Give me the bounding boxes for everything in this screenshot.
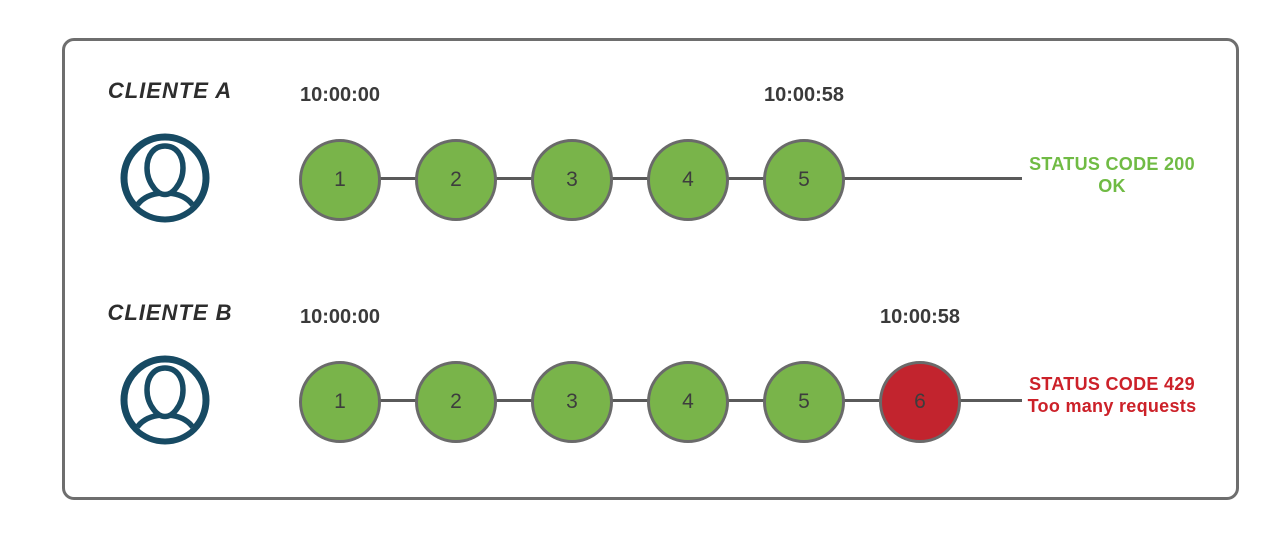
client-a-label: CLIENTE A [107,78,233,103]
status-message-line: Too many requests [1027,396,1197,416]
client-b-status-text: STATUS CODE 429 Too many requests [1012,373,1212,417]
request-circle: 2 [415,361,497,443]
user-icon [120,355,210,445]
request-circle: 5 [763,361,845,443]
client-b-label: CLIENTE B [107,300,233,325]
client-a-avatar [117,130,213,226]
request-circle-blocked: 6 [879,361,961,443]
client-a-start-time: 10:00:00 [299,84,381,106]
client-b-avatar [117,352,213,448]
status-message-line: OK [1098,176,1126,196]
request-circle: 1 [299,361,381,443]
diagram-frame [62,38,1239,500]
request-circle: 4 [647,139,729,221]
client-b-start-time: 10:00:00 [299,306,381,328]
request-circle: 3 [531,361,613,443]
request-circle: 3 [531,139,613,221]
status-code-line: STATUS CODE 200 [1029,154,1195,174]
client-a-end-time: 10:00:58 [763,84,845,106]
request-circle: 2 [415,139,497,221]
client-a-status-text: STATUS CODE 200 OK [1012,153,1212,197]
request-circle: 4 [647,361,729,443]
user-icon [120,133,210,223]
request-circle: 1 [299,139,381,221]
request-circle: 5 [763,139,845,221]
client-b-end-time: 10:00:58 [879,306,961,328]
status-code-line: STATUS CODE 429 [1029,374,1195,394]
